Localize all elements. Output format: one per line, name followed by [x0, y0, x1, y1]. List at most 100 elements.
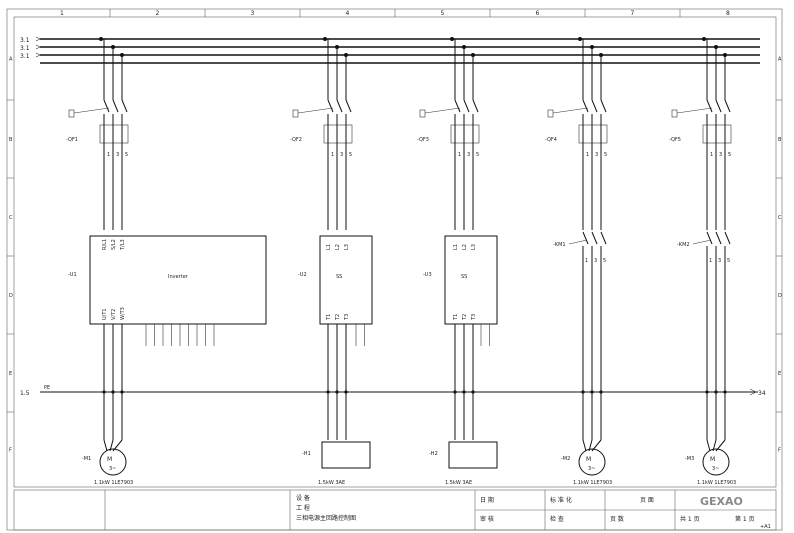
- breaker-terminal: 3: [340, 152, 343, 158]
- load-tag: -M1: [82, 456, 91, 462]
- device-output-terminal: T3: [344, 314, 350, 321]
- breaker-tag: -QF4: [545, 137, 557, 143]
- breaker-terminal: 1: [586, 152, 589, 158]
- device-label: SS: [336, 274, 342, 280]
- breaker-contact: [715, 99, 722, 113]
- breaker-handle: [671, 109, 678, 118]
- row-marker-left: E: [9, 371, 12, 377]
- breaker-terminal: 3: [116, 152, 119, 158]
- column-marker: 8: [726, 10, 730, 17]
- pe-tag: PE: [44, 385, 50, 391]
- tb-page-no: 第 1 页: [735, 515, 755, 523]
- breaker-body: [323, 124, 353, 144]
- load-tag: -M3: [685, 456, 694, 462]
- bus-junction: [578, 37, 582, 41]
- contactor-contact: [600, 231, 607, 245]
- breaker-terminal: 3: [719, 152, 722, 158]
- row-marker-right: A: [778, 57, 782, 63]
- title-block: 设 备 工 程 三相电源主回路控制图 日 期 审 核 标 准 化 检 查 页 数…: [13, 489, 777, 531]
- row-marker-left: D: [9, 293, 13, 299]
- bus-l1-ref: 3.1: [20, 37, 30, 44]
- column-marker: 7: [631, 10, 635, 17]
- device-label: SS: [461, 274, 467, 280]
- bus-arrows: [35, 36, 41, 58]
- pe-crossing: [326, 390, 330, 394]
- load-caption: 1.1kW 1LE7903: [573, 480, 612, 486]
- column-marker: 6: [536, 10, 540, 17]
- column-marker: 5: [441, 10, 445, 17]
- contactor-contact: [591, 231, 598, 245]
- motor-symbol: [702, 448, 730, 476]
- motor-lead: [103, 439, 108, 452]
- pe-ref-right: 34: [758, 390, 766, 397]
- breaker-contact: [582, 99, 589, 113]
- motor-lead: [591, 439, 602, 452]
- load-box: [321, 441, 371, 469]
- pe-crossing: [344, 390, 348, 394]
- load-1: M3~-M11.1kW 1LE7903: [82, 439, 133, 486]
- breaker-terminal: 1: [710, 152, 713, 158]
- pe-crossing: [714, 390, 718, 394]
- device-input-terminal: L3: [344, 244, 350, 250]
- title-note-3: 三相电源主回路控制图: [296, 514, 356, 522]
- bus-l2-ref: 3.1: [20, 45, 30, 52]
- motor-lead: [712, 439, 717, 452]
- breaker-contact: [724, 99, 731, 113]
- device-output-terminal: T3: [471, 314, 477, 321]
- breaker-tag: -QF3: [417, 137, 429, 143]
- device-label: Inverter: [168, 274, 189, 280]
- breaker-contact: [454, 99, 461, 113]
- pe-crossing: [723, 390, 727, 394]
- device-body: [444, 235, 498, 325]
- device-output-terminal: V/T2: [111, 309, 117, 320]
- contactor-tag: -KM1: [553, 242, 566, 248]
- breaker-contact: [706, 99, 713, 113]
- motor-symbol: [578, 448, 606, 476]
- motor-lead: [588, 439, 593, 452]
- contactor-link: [568, 239, 588, 245]
- device-output-terminal: W/T3: [120, 307, 126, 320]
- pe-crossing: [102, 390, 106, 394]
- breaker-terminal: 5: [728, 152, 731, 158]
- row-marker-right: E: [778, 371, 781, 377]
- tb-date: 日 期: [480, 496, 494, 504]
- bus-junction: [702, 37, 706, 41]
- load-3: -H21.5kW 3AE: [429, 441, 498, 486]
- breaker-terminal: 1: [331, 152, 334, 158]
- load-box: [448, 441, 498, 469]
- breaker-terminal: 1: [107, 152, 110, 158]
- tb-total: 共 1 页: [680, 515, 700, 523]
- breaker-terminal: 5: [125, 152, 128, 158]
- row-marker-left: A: [9, 57, 13, 63]
- motor-lead: [706, 439, 711, 452]
- motor-letter: M: [586, 456, 591, 463]
- column-marker: 2: [156, 10, 160, 17]
- breaker-terminal: 1: [458, 152, 461, 158]
- pe-crossing: [462, 390, 466, 394]
- contactor-link: [692, 239, 712, 245]
- device-tag: -U2: [298, 272, 307, 278]
- motor-lead: [582, 439, 587, 452]
- bus-junction: [450, 37, 454, 41]
- motor-lead: [112, 439, 123, 452]
- breaker-handle: [292, 109, 299, 118]
- row-marker-left: C: [9, 215, 13, 221]
- load-5: M3~-M31.1kW 1LE7903: [685, 439, 736, 486]
- breaker-tag: -QF2: [290, 137, 302, 143]
- tb-standard: 标 准 化: [550, 496, 572, 504]
- breaker-tag: -QF5: [669, 137, 681, 143]
- breaker-contact: [345, 99, 352, 113]
- breaker-contact: [591, 99, 598, 113]
- row-marker-left: B: [9, 137, 13, 143]
- breaker-contact: [472, 99, 479, 113]
- tb-pages: 页 数: [610, 515, 624, 523]
- load-caption: 1.1kW 1LE7903: [94, 480, 133, 486]
- breaker-contact: [327, 99, 334, 113]
- pe-crossing: [453, 390, 457, 394]
- motor-lead: [715, 439, 726, 452]
- row-marker-right: D: [778, 293, 782, 299]
- breaker-tag: -QF1: [66, 137, 78, 143]
